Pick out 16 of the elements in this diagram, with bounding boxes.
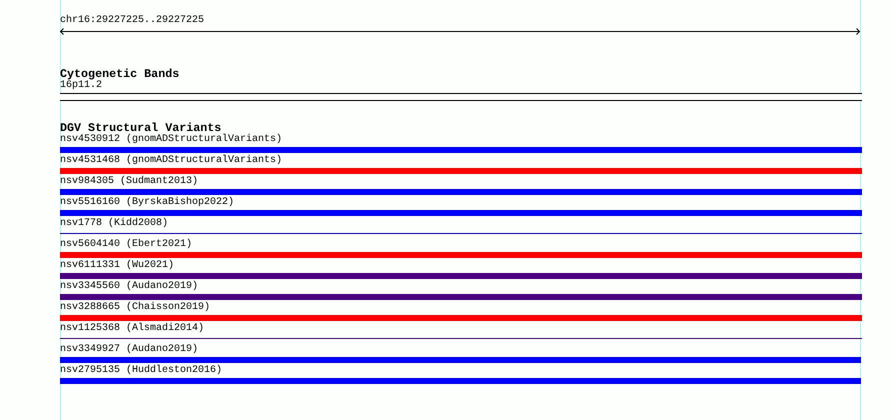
variant-label: nsv984305 (Sudmant2013) [60, 176, 198, 188]
variant-label: nsv3345560 (Audano2019) [60, 281, 198, 293]
variant-label: nsv6111331 (Wu2021) [60, 260, 174, 272]
variant-label: nsv2795135 (Huddleston2016) [60, 365, 222, 377]
variant-label: nsv4531468 (gnomADStructuralVariants) [60, 155, 282, 167]
coordinate-label: chr16:29227225..29227225 [60, 15, 204, 27]
variant-label: nsv5604140 (Ebert2021) [60, 239, 192, 251]
track-title: DGV Structural Variants [60, 121, 222, 135]
variant-label: nsv4530912 (gnomADStructuralVariants) [60, 134, 282, 146]
band-label: 16p11.2 [60, 80, 102, 92]
variant-label: nsv3349927 (Audano2019) [60, 344, 198, 356]
variant-label: nsv1125368 (Alsmadi2014) [60, 323, 204, 335]
variant-label: nsv3288665 (Chaisson2019) [60, 302, 210, 314]
variant-label: nsv1778 (Kidd2008) [60, 218, 168, 230]
variant-label: nsv5516160 (ByrskaBishop2022) [60, 197, 234, 209]
track-title: Cytogenetic Bands [60, 67, 180, 81]
